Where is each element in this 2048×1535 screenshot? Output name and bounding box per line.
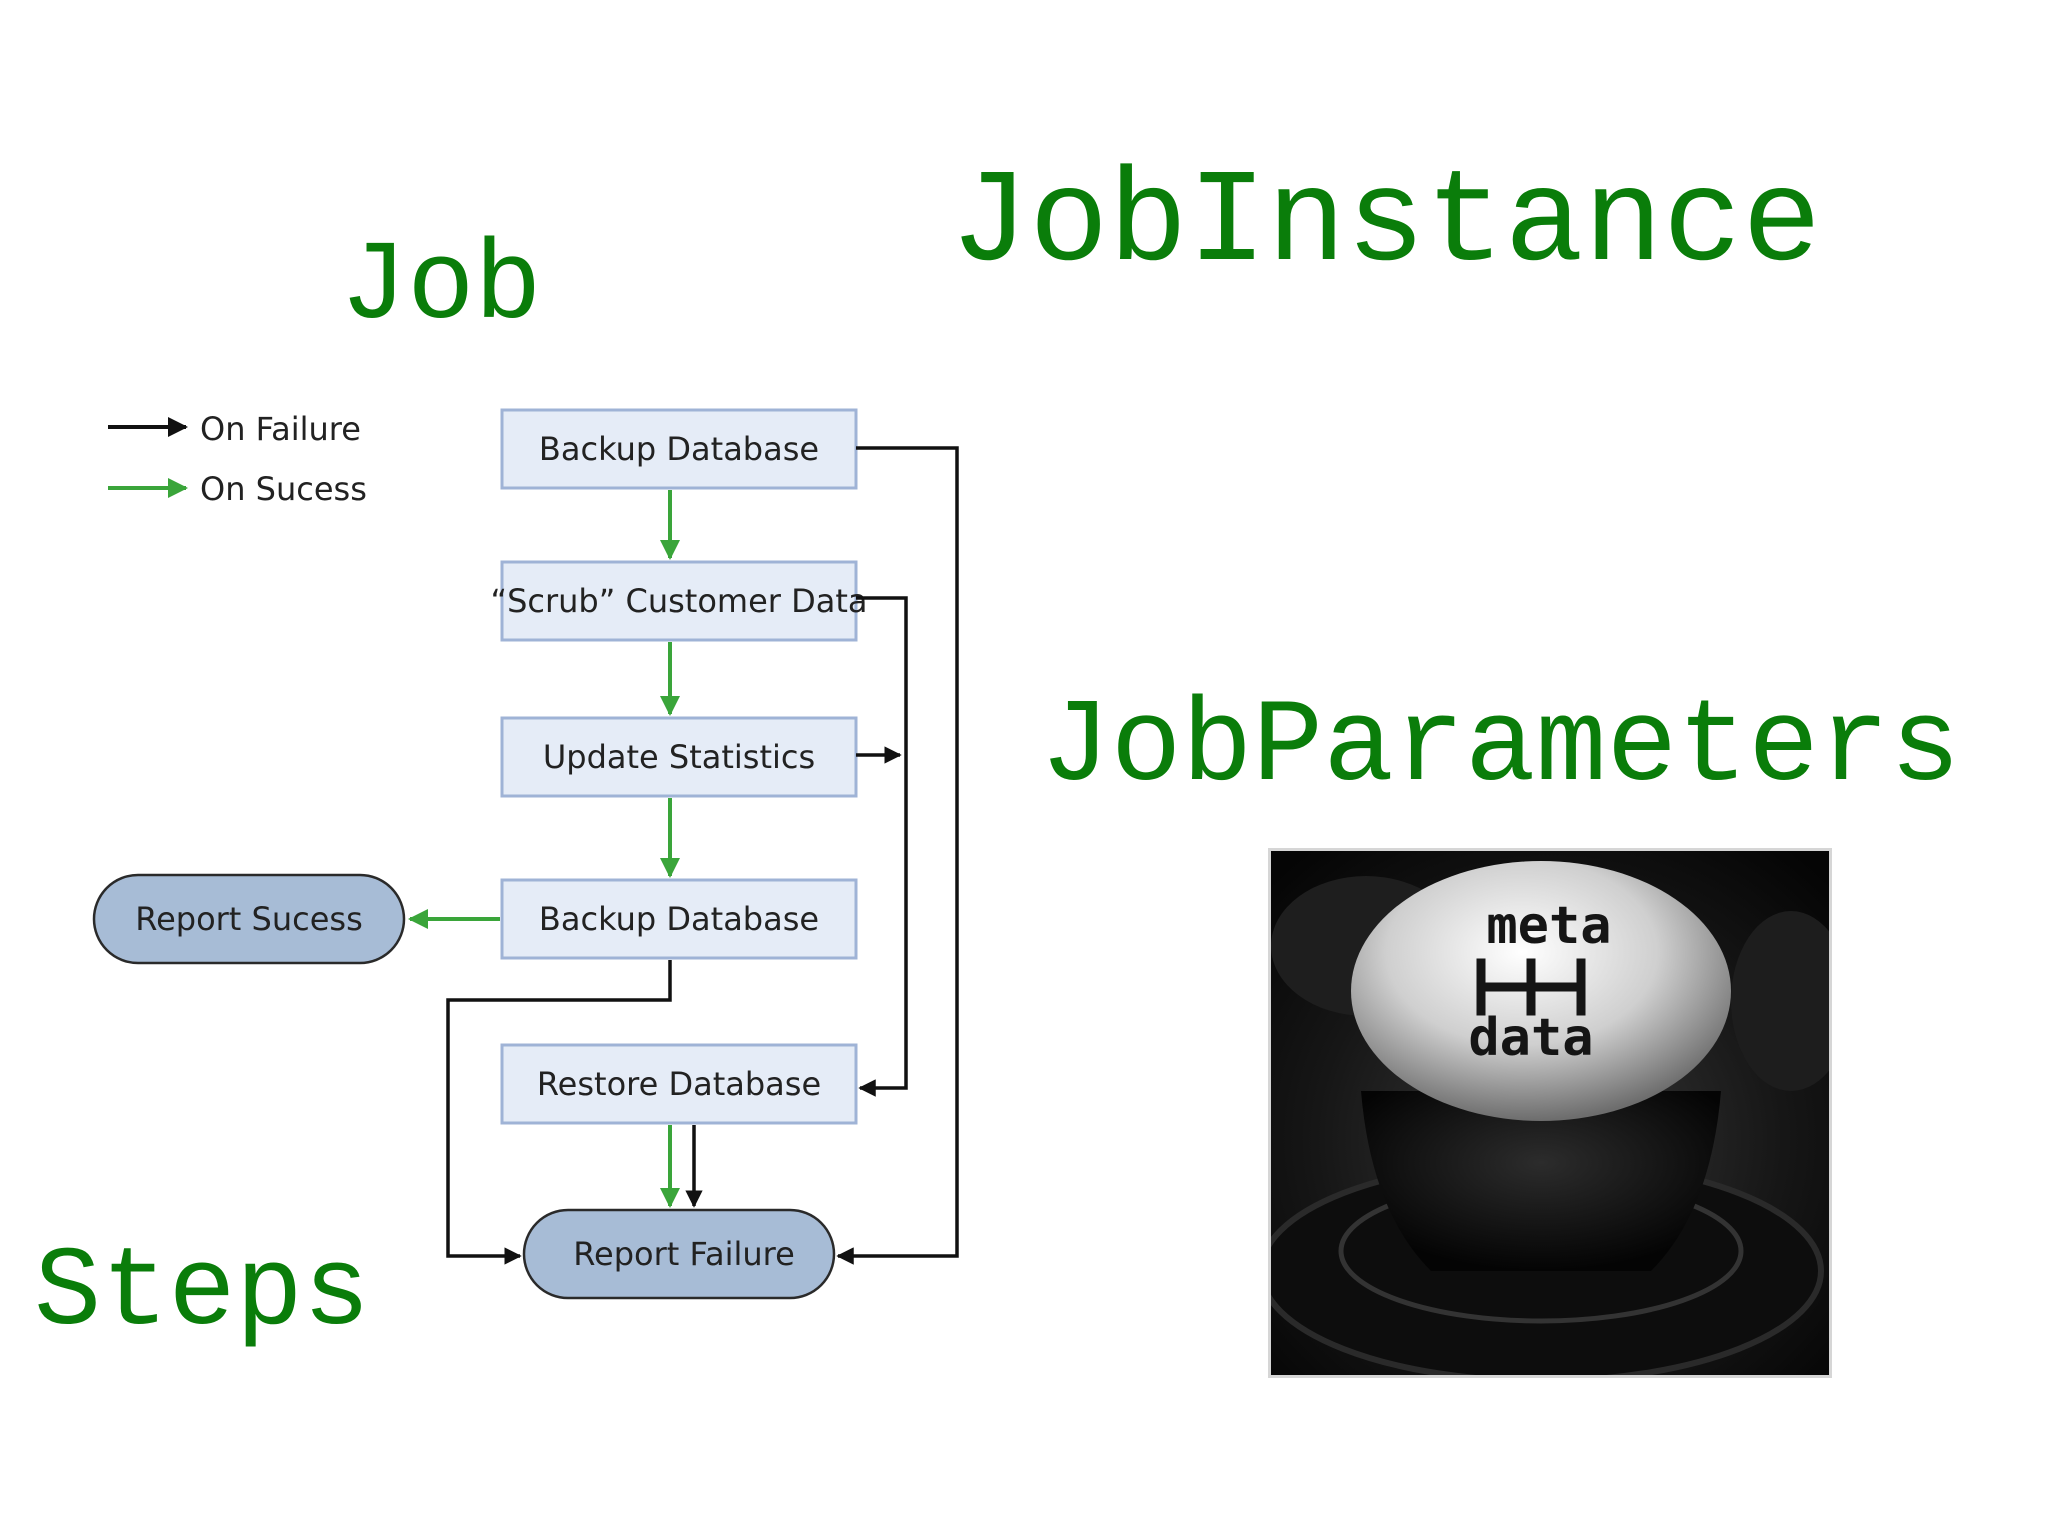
step-scrub-customer-data: “Scrub” Customer Data bbox=[491, 560, 868, 642]
step-label: Backup Database bbox=[539, 900, 819, 938]
legend: On Failure On Sucess bbox=[108, 410, 367, 508]
job-parameters-heading: JobParameters bbox=[1040, 682, 1961, 815]
shift-pattern-icon bbox=[1476, 958, 1586, 1016]
failure-arrow bbox=[446, 960, 672, 1265]
step-update-statistics: Update Statistics bbox=[500, 716, 858, 798]
step-label: Restore Database bbox=[537, 1065, 821, 1103]
terminal-label: Report Sucess bbox=[135, 900, 362, 938]
steps-heading: Steps bbox=[34, 1230, 371, 1357]
job-instance-heading: JobInstance bbox=[950, 149, 1822, 299]
step-label: Update Statistics bbox=[543, 738, 815, 776]
knob-bottom-word: data bbox=[1468, 1008, 1593, 1068]
legend-failure-label: On Failure bbox=[200, 410, 361, 448]
step-backup-database-2: Backup Database bbox=[500, 878, 858, 960]
terminal-report-success: Report Sucess bbox=[92, 873, 406, 965]
success-connectors bbox=[408, 490, 680, 1208]
legend-success-label: On Sucess bbox=[200, 470, 367, 508]
step-restore-database: Restore Database bbox=[500, 1043, 858, 1125]
job-heading: Job bbox=[340, 224, 542, 351]
step-backup-database-1: Backup Database bbox=[500, 408, 858, 490]
terminal-label: Report Failure bbox=[573, 1235, 795, 1273]
knob-top-word: meta bbox=[1486, 896, 1611, 956]
step-label: “Scrub” Customer Data bbox=[491, 582, 868, 620]
step-label: Backup Database bbox=[539, 430, 819, 468]
failure-arrow bbox=[836, 446, 959, 1265]
metadata-gear-knob-image: meta data bbox=[1268, 848, 1832, 1378]
failure-connectors bbox=[446, 446, 959, 1265]
failure-arrow bbox=[856, 596, 908, 1097]
terminal-report-failure: Report Failure bbox=[522, 1208, 836, 1300]
